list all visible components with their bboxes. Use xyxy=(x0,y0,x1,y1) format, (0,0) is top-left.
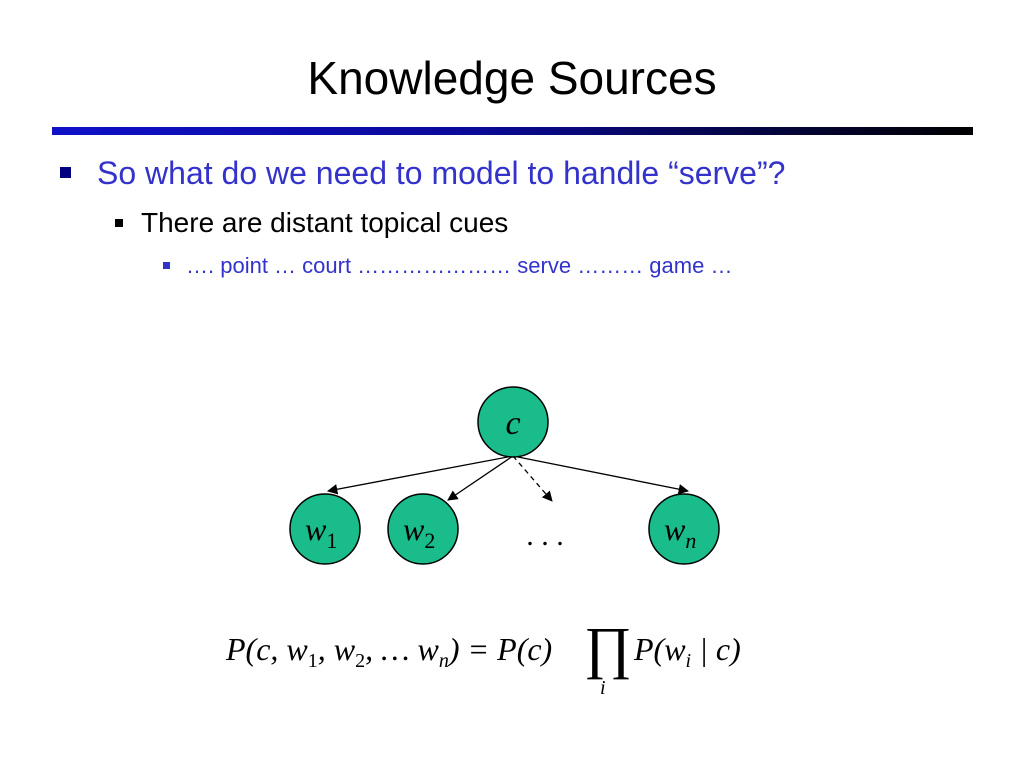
formula-lhs-part: P(c, w xyxy=(225,631,308,667)
bullet-square-icon xyxy=(115,219,123,227)
node-w2-var: w xyxy=(403,511,425,547)
formula-rhs: P(wi | c) xyxy=(633,631,741,672)
edge-c-dots xyxy=(512,455,553,502)
formula-product-symbol: ∏ xyxy=(584,615,632,680)
node-w2-circle xyxy=(387,493,459,565)
bullet-level-3-text: …. point … court ………………… serve ……… game … xyxy=(186,253,733,278)
formula-sub: i xyxy=(686,650,692,672)
bullet-square-icon xyxy=(163,262,170,269)
edge-c-wn xyxy=(512,455,690,495)
node-w1-var: w xyxy=(305,511,327,547)
formula-lhs: P(c, w1, w2, … wn) = P(c) xyxy=(225,631,552,672)
formula-lhs-part: ) = P(c) xyxy=(447,631,552,667)
formula-product-index: i xyxy=(600,677,606,699)
node-ellipsis: . . . xyxy=(526,519,564,552)
formula-sub: n xyxy=(439,650,449,672)
node-w2-label: w2 xyxy=(403,511,435,553)
formula-sub: 1 xyxy=(308,650,318,672)
formula-rhs-part: P(w xyxy=(633,631,686,667)
bullet-level-2: There are distant topical cues xyxy=(115,206,508,240)
node-c: c xyxy=(477,386,549,458)
formula-lhs-part: , … w xyxy=(365,631,439,667)
node-wn-circle xyxy=(648,493,720,565)
title-underline xyxy=(52,127,973,135)
slide-title: Knowledge Sources xyxy=(307,52,717,104)
edge-c-w1 xyxy=(326,455,514,495)
edge-c-w2 xyxy=(447,455,514,501)
node-w1: w1 xyxy=(289,493,361,565)
joint-probability-formula: P(c, w1, w2, … wn) = P(c) ∏ i P(wi | c) xyxy=(225,615,741,699)
node-w2: w2 xyxy=(387,493,459,565)
node-c-circle xyxy=(477,386,549,458)
bullet-level-2-text: There are distant topical cues xyxy=(141,207,509,238)
bullet-level-1: So what do we need to model to handle “s… xyxy=(60,153,785,193)
formula-lhs-part: , w xyxy=(318,631,356,667)
node-w1-sub: 1 xyxy=(326,528,337,553)
node-wn: wn xyxy=(648,493,720,565)
formula-rhs-part: | c) xyxy=(691,631,741,667)
node-wn-var: w xyxy=(664,511,686,547)
node-w1-label: w1 xyxy=(305,511,337,553)
node-w2-sub: 2 xyxy=(424,528,435,553)
bullet-square-icon xyxy=(60,167,71,178)
node-wn-label: wn xyxy=(664,511,696,553)
node-wn-sub: n xyxy=(685,528,696,553)
bullet-level-1-text: So what do we need to model to handle “s… xyxy=(97,155,786,191)
node-c-label: c xyxy=(505,405,520,442)
node-w1-circle xyxy=(289,493,361,565)
bullet-level-3: …. point … court ………………… serve ……… game … xyxy=(163,252,732,280)
formula-sub: 2 xyxy=(355,650,365,672)
